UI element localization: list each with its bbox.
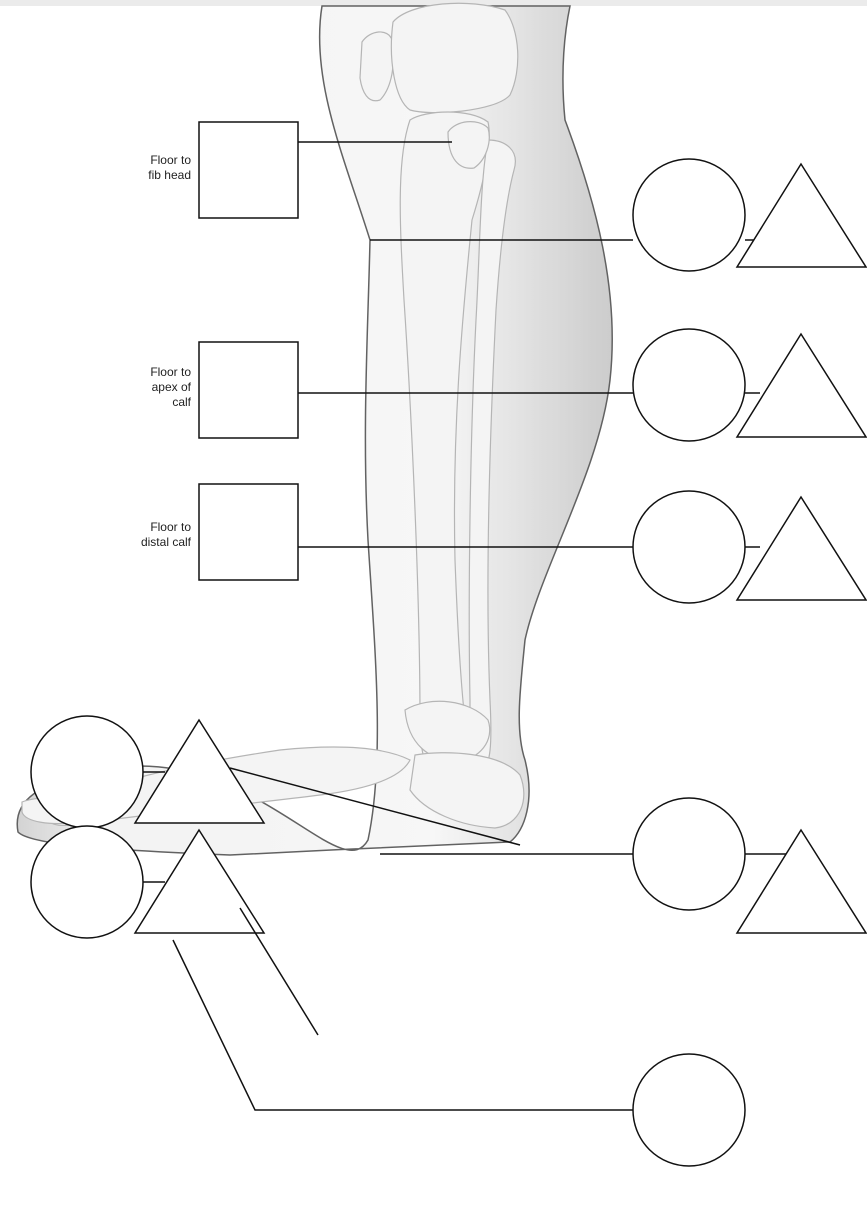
apex-calf-triangle[interactable] bbox=[737, 334, 866, 437]
heel-circumference-circle[interactable] bbox=[31, 716, 143, 828]
instep-diagonal-line bbox=[240, 908, 318, 1035]
distal-calf-label: Floor to distal calf bbox=[96, 520, 191, 550]
apex-calf-circumference-circle[interactable] bbox=[633, 329, 745, 441]
ankle-circumference-circle[interactable] bbox=[633, 798, 745, 910]
femur-condyle bbox=[391, 3, 517, 112]
distal-calf-height-box[interactable] bbox=[199, 484, 298, 580]
apex-calf-height-box[interactable] bbox=[199, 342, 298, 438]
apex-calf-label: Floor to apex of calf bbox=[96, 365, 191, 410]
ball-of-foot-leader-line bbox=[173, 940, 633, 1110]
fib-head-height-box[interactable] bbox=[199, 122, 298, 218]
distal-calf-triangle[interactable] bbox=[737, 497, 866, 600]
ankle-triangle[interactable] bbox=[737, 830, 866, 933]
distal-calf-circumference-circle[interactable] bbox=[633, 491, 745, 603]
fib-head-label: Floor to fib head bbox=[96, 153, 191, 183]
below-knee-circumference-circle[interactable] bbox=[633, 159, 745, 271]
below-knee-triangle[interactable] bbox=[737, 164, 866, 267]
instep-circumference-circle[interactable] bbox=[31, 826, 143, 938]
ball-of-foot-circumference-circle[interactable] bbox=[633, 1054, 745, 1166]
